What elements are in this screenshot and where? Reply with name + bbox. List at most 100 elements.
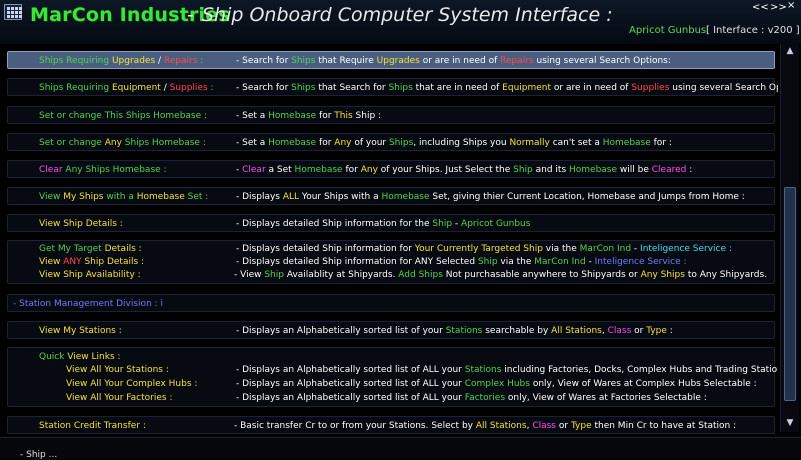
- text-segment: Add Ships: [398, 270, 443, 280]
- text-segment: Ships: [291, 56, 316, 66]
- row-label: Ships Requiring Upgrades / Repairs :: [39, 55, 203, 67]
- text-segment: - Displays an Alphabetically sorted list…: [236, 379, 465, 389]
- row-label: View My Ships with a Homebase Set :: [39, 191, 208, 203]
- text-segment: Ship Details :: [81, 257, 145, 267]
- bottom-partial-row: - Ship ...: [0, 437, 801, 460]
- text-segment: that Search for: [315, 83, 389, 93]
- menu-grid-icon[interactable]: [4, 4, 22, 20]
- text-segment: using several Search Options:: [533, 56, 671, 66]
- view-all-factories-link[interactable]: View All Your Factories :: [66, 392, 172, 404]
- text-segment: Stations: [445, 326, 483, 336]
- scroll-down-icon[interactable]: ▼: [786, 418, 794, 428]
- text-segment: Ships Requiring: [39, 56, 112, 66]
- text-segment: - Displays detailed Ship information for…: [236, 219, 433, 229]
- row-description: - Set a Homebase for This Ship :: [236, 110, 381, 122]
- text-segment: - Displays: [236, 192, 283, 202]
- text-segment: ANY: [63, 257, 82, 267]
- text-segment: Complex Hubs: [464, 379, 530, 389]
- text-segment: -: [236, 165, 243, 175]
- text-segment: View Links :: [67, 352, 121, 362]
- text-segment: via the: [542, 244, 580, 254]
- text-segment: Upgrades: [111, 56, 156, 66]
- text-segment: :: [666, 326, 673, 336]
- text-segment: :: [686, 165, 693, 175]
- menu-row-view-my-ships[interactable]: View My Ships with a Homebase Set : - Di…: [7, 187, 775, 205]
- text-segment: View: [39, 192, 64, 202]
- menu-row-set-this-homebase[interactable]: Set or change This Ships Homebase : - Se…: [7, 106, 775, 124]
- text-segment: Homebase: [294, 165, 343, 175]
- menu-row-set-any-homebase[interactable]: Set or change Any Ships Homebase : - Set…: [7, 133, 775, 151]
- text-segment: via the: [497, 257, 535, 267]
- current-ship-name: Apricot Gunbus: [629, 25, 707, 36]
- text-segment: using several Search Options:: [672, 83, 778, 93]
- text-segment: with a: [103, 192, 137, 202]
- section-station-management[interactable]: - Station Management Division : i: [7, 294, 775, 312]
- text-segment: View All Your Factories :: [66, 393, 173, 403]
- text-segment: searchable by: [482, 326, 552, 336]
- text-segment: - Search for: [236, 83, 292, 93]
- text-segment: Homebase: [136, 192, 185, 202]
- text-segment: that are in need of: [412, 83, 503, 93]
- text-segment: View: [39, 257, 64, 267]
- interface-version: [ Interface : v200 ]: [706, 25, 800, 36]
- text-segment: or are in need of: [419, 56, 501, 66]
- text-segment: Ship: [432, 219, 453, 229]
- text-segment: Clear: [242, 165, 266, 175]
- text-segment: View My Stations :: [39, 326, 122, 336]
- text-segment: This: [334, 111, 353, 121]
- text-segment: ALL: [282, 192, 300, 202]
- text-segment: Set or change: [39, 138, 105, 148]
- scrollbar-thumb[interactable]: [784, 187, 796, 401]
- text-segment: Ship :: [352, 111, 382, 121]
- row-label: Ships Requiring Equipment / Supplies :: [39, 82, 214, 94]
- text-segment: or: [631, 326, 647, 336]
- text-segment: View Ship Details :: [39, 219, 123, 229]
- text-segment: Supplies: [169, 83, 208, 93]
- text-segment: ,: [526, 421, 533, 431]
- close-button[interactable]: ×: [787, 0, 796, 11]
- menu-row-clear-homebase[interactable]: Clear Any Ships Homebase : - Clear a Set…: [7, 160, 775, 178]
- text-segment: Quick: [39, 352, 68, 362]
- text-segment: All Stations: [551, 326, 602, 336]
- view-all-complex-hubs-link[interactable]: View All Your Complex Hubs :: [66, 378, 197, 390]
- prev-button[interactable]: <<: [752, 2, 769, 13]
- text-segment: Clear: [39, 165, 63, 175]
- view-any-ship-details-link[interactable]: View ANY Ship Details :: [39, 256, 144, 268]
- text-segment: Upgrades: [376, 56, 420, 66]
- text-segment: to Any Shipyards.: [684, 270, 768, 280]
- text-segment: -: [631, 244, 641, 254]
- text-segment: Equipment: [502, 83, 552, 93]
- text-segment: Apricot Gunbus: [461, 219, 531, 229]
- text-segment: Ships Homebase :: [121, 138, 206, 148]
- text-segment: will be: [617, 165, 652, 175]
- text-segment: - Set a: [236, 138, 269, 148]
- menu-row-view-my-stations[interactable]: View My Stations : - Displays an Alphabe…: [7, 321, 775, 339]
- menu-row-equipment-supplies[interactable]: Ships Requiring Equipment / Supplies : -…: [7, 78, 778, 96]
- text-segment: - Station Management Division :: [13, 299, 158, 309]
- vertical-scrollbar[interactable]: ▲ ▼: [780, 44, 799, 432]
- text-segment: of your: [351, 138, 389, 148]
- text-segment: Ships Requiring: [39, 83, 112, 93]
- row-label: Set or change This Ships Homebase :: [39, 110, 207, 122]
- text-segment: Not purchasable anywhere to Shipyards or: [442, 270, 641, 280]
- text-segment: Cleared: [651, 165, 687, 175]
- text-segment: Any Ships Homebase :: [62, 165, 167, 175]
- view-all-stations-link[interactable]: View All Your Stations :: [66, 364, 169, 376]
- text-segment: Any: [360, 165, 378, 175]
- view-ship-availability-link[interactable]: View Ship Availability :: [39, 269, 141, 281]
- text-segment: View All Your Complex Hubs :: [66, 379, 198, 389]
- menu-row-upgrades-repairs[interactable]: Ships Requiring Upgrades / Repairs : - S…: [7, 51, 775, 69]
- text-segment: - Displays an Alphabetically sorted list…: [236, 393, 465, 403]
- scroll-up-icon[interactable]: ▲: [786, 46, 794, 56]
- menu-row-view-ship-details[interactable]: View Ship Details : - Displays detailed …: [7, 214, 775, 232]
- text-segment: Details :: [101, 244, 142, 254]
- text-segment: Ship: [264, 270, 284, 280]
- get-target-details-link[interactable]: Get My Target Details :: [39, 243, 142, 255]
- menu-row-credit-transfer[interactable]: Station Credit Transfer : - Basic transf…: [7, 416, 775, 434]
- next-button[interactable]: >>: [770, 2, 787, 13]
- text-segment: - Set a: [236, 111, 269, 121]
- text-segment: Set or change This Ships Homebase :: [39, 111, 208, 121]
- text-segment: All Stations: [475, 421, 527, 431]
- text-segment: ,: [601, 326, 608, 336]
- text-segment: Any: [104, 138, 122, 148]
